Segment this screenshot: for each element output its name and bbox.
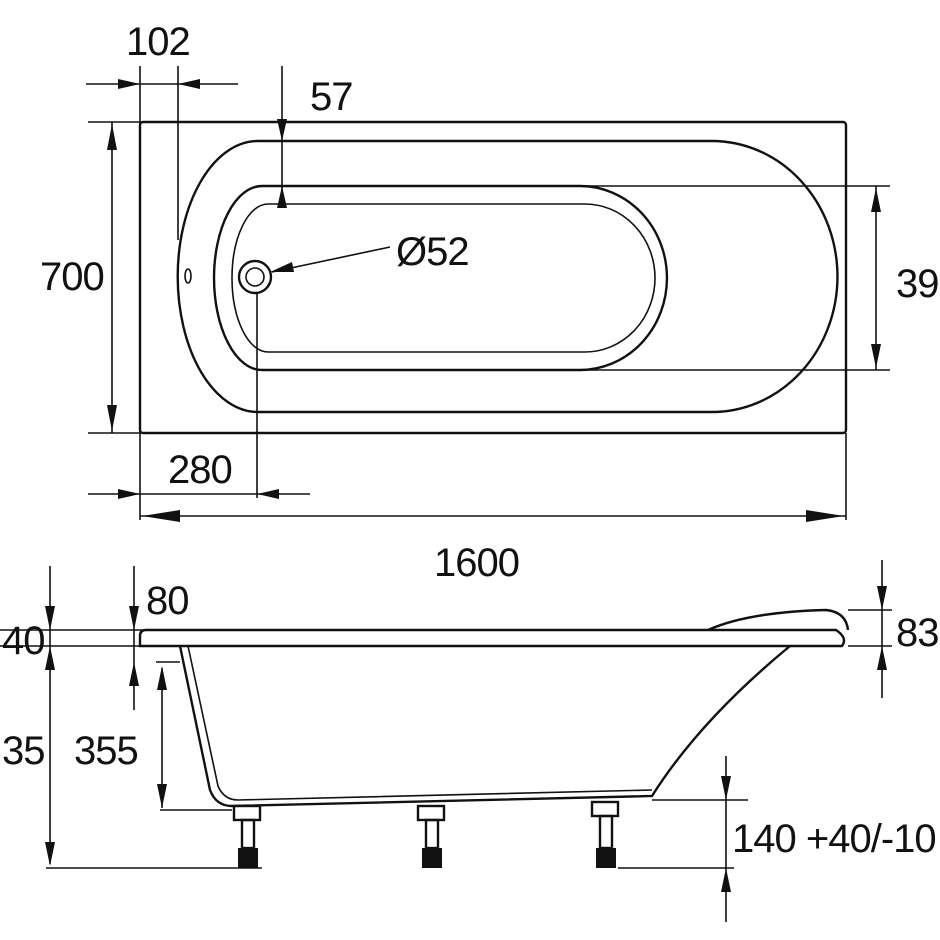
dim-rim-thick: 80 <box>146 579 189 623</box>
headrest <box>707 608 850 632</box>
dim-drain-offset: 280 <box>168 448 232 492</box>
leg-left <box>232 804 262 868</box>
drain-inner <box>245 267 265 287</box>
leg-middle <box>416 804 446 868</box>
tub-rim-side <box>138 628 846 648</box>
tub-basin-side <box>178 645 791 808</box>
dim-diameter: Ø52 <box>396 230 469 274</box>
drain-outer <box>237 259 273 295</box>
leg-right <box>590 800 620 868</box>
tub-basin-outline <box>176 139 839 414</box>
dim-head-height: 83 <box>896 611 939 655</box>
top-view: 102 57 Ø52 700 39 280 1600 <box>40 20 940 585</box>
side-view: 40 80 83 35 355 140 +40/-10 <box>0 560 940 922</box>
tub-bottom-inner-outline <box>231 203 656 353</box>
dim-length: 1600 <box>434 541 519 585</box>
dim-inner-width: 39 <box>896 262 939 306</box>
tub-bottom-outline <box>212 184 669 372</box>
dim-inner-offset: 57 <box>310 75 353 119</box>
dim-total-height: 35 <box>2 729 45 773</box>
dim-depth: 355 <box>74 729 138 773</box>
dim-rim-width: 102 <box>126 20 190 64</box>
dim-rim-height: 40 <box>2 619 45 663</box>
dim-width: 700 <box>40 255 104 299</box>
overflow-hole <box>184 268 192 284</box>
dim-legs: 140 +40/-10 <box>732 817 936 861</box>
